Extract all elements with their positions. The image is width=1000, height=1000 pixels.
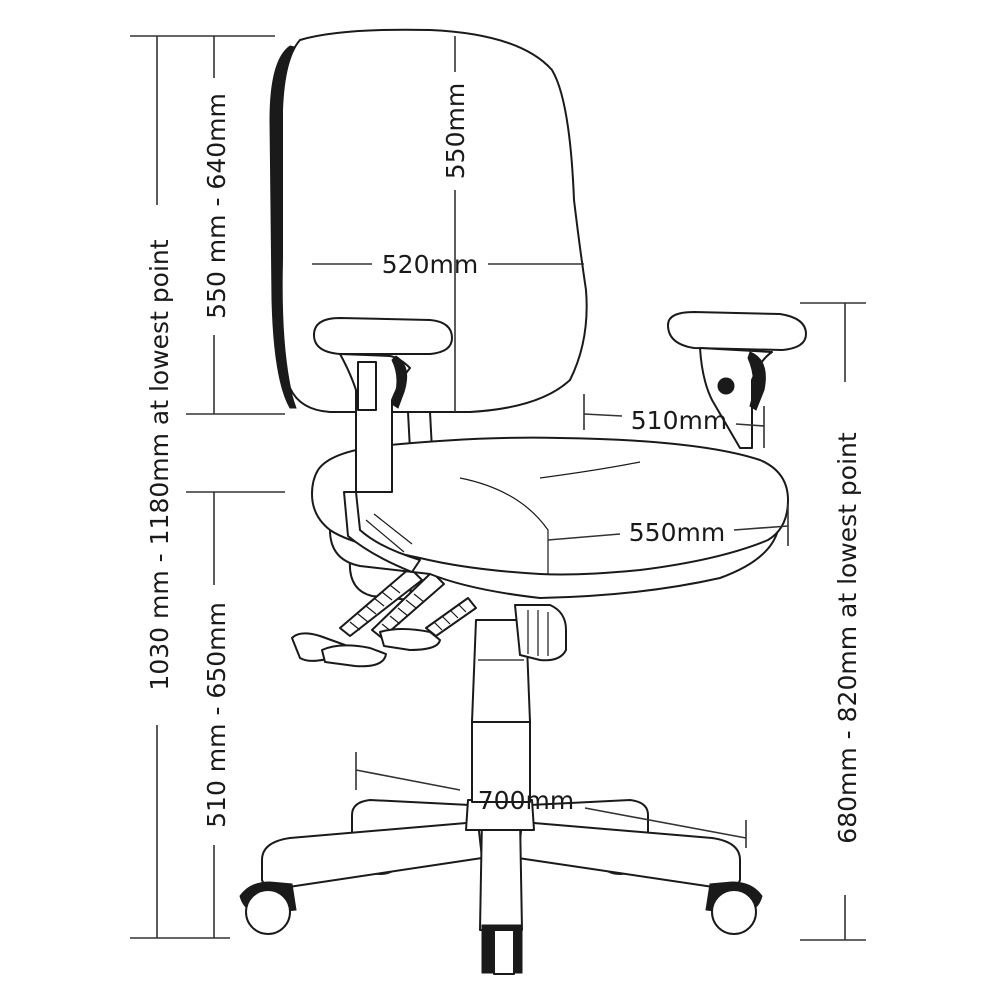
- overall-height-label: 1030 mm - 1180mm at lowest point: [145, 239, 174, 690]
- seat-width-label: 550mm: [629, 518, 725, 547]
- caster-right: [705, 881, 763, 935]
- backrest-height-label: 550mm: [441, 83, 470, 179]
- caster-left: [239, 881, 297, 935]
- seat-mechanism: [291, 559, 567, 668]
- backrest: [269, 28, 588, 451]
- inner-dimension-lines: [312, 36, 789, 546]
- armrest-left: [313, 317, 453, 573]
- left-dimension-lines: [130, 35, 285, 939]
- armrest-height-label: 680mm - 820mm at lowest point: [833, 432, 862, 844]
- base-diameter-label: 700mm: [478, 786, 574, 815]
- armrest-right: [667, 311, 807, 449]
- seat-range-label: 510 mm - 650mm: [202, 602, 231, 828]
- backrest-range-label: 550 mm - 640mm: [202, 93, 231, 319]
- caster-front: [481, 924, 523, 975]
- right-dimension-lines: [800, 302, 866, 941]
- seat-cushion: [311, 436, 789, 599]
- backrest-width-label: 520mm: [382, 250, 478, 279]
- seat-depth-label: 510mm: [631, 406, 727, 435]
- chair-base: [239, 619, 763, 975]
